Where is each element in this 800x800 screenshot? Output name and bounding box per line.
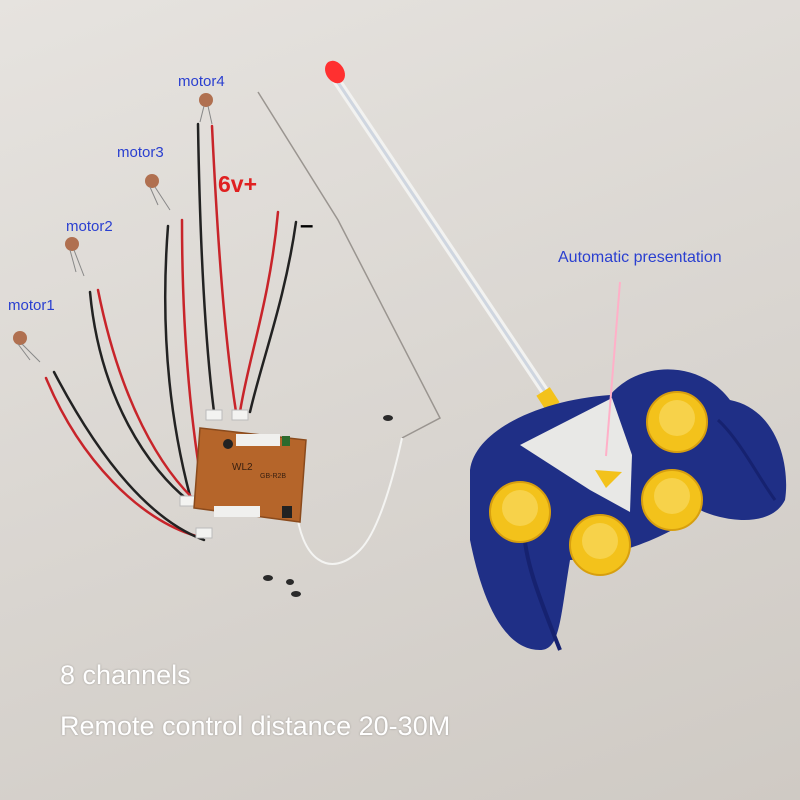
motor1-label: motor1 (8, 297, 55, 314)
svg-text:WL2: WL2 (232, 462, 253, 473)
motor3-label: motor3 (117, 144, 164, 161)
receiver-circuit-board: WL2 GB-R2B (193, 427, 307, 523)
power-positive-label: 6v+ (218, 171, 258, 197)
motor2-capacitor (65, 237, 85, 277)
screws (263, 415, 393, 597)
motor-wires (44, 122, 238, 542)
motor4-capacitor (199, 93, 213, 125)
distance-caption: Remote control distance 20-30M (60, 711, 451, 741)
motor1-capacitor (13, 331, 41, 363)
remote-controller (470, 281, 787, 651)
power-wires (238, 210, 298, 414)
connectors (179, 409, 249, 539)
power-negative-label: – (300, 212, 314, 239)
channels-caption: 8 channels (60, 660, 191, 690)
automatic-presentation-label: Automatic presentation (558, 249, 722, 266)
transmitter-antenna (325, 60, 560, 411)
motor3-capacitor (145, 174, 171, 211)
svg-text:GB-R2B: GB-R2B (260, 473, 286, 480)
motor4-label: motor4 (178, 73, 225, 90)
motor2-label: motor2 (66, 218, 113, 235)
receiver-antenna-wire (257, 91, 442, 439)
